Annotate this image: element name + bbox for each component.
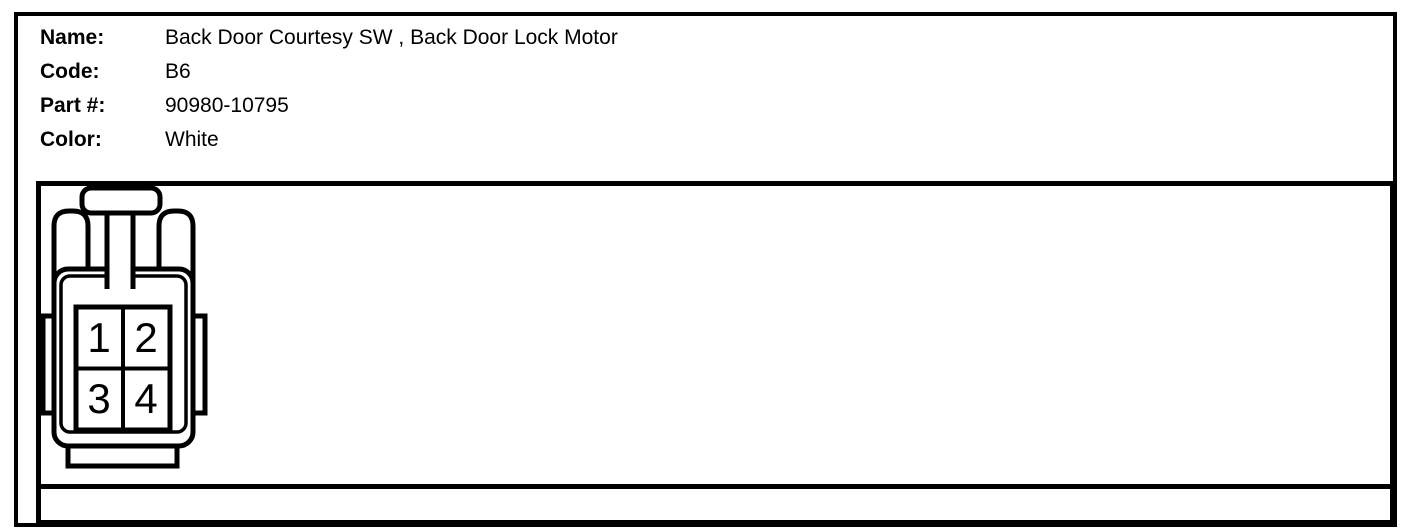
pin-2-label: 2 — [134, 314, 157, 361]
info-row-name: Name: Back Door Courtesy SW , Back Door … — [40, 21, 618, 55]
connector-info-header: Name: Back Door Courtesy SW , Back Door … — [40, 21, 618, 157]
code-label: Code: — [40, 60, 100, 83]
info-row-part-number: Part #: 90980-10795 — [40, 89, 618, 123]
lock-stem-fill — [109, 206, 131, 290]
lock-tab — [79, 185, 163, 216]
connector-drawing: 1 2 3 4 — [40, 185, 208, 469]
name-label: Name: — [40, 26, 105, 49]
code-value: B6 — [165, 60, 191, 83]
color-value: White — [165, 128, 219, 151]
connector-diagram-box — [36, 181, 1395, 489]
footer-row — [36, 489, 1395, 525]
pin-3-label: 3 — [87, 375, 110, 422]
pin-4-label: 4 — [134, 375, 157, 422]
info-row-code: Code: B6 — [40, 55, 618, 89]
part-number-value: 90980-10795 — [165, 94, 289, 117]
pin-1-label: 1 — [87, 314, 110, 361]
info-row-color: Color: White — [40, 123, 618, 157]
name-value: Back Door Courtesy SW , Back Door Lock M… — [165, 26, 618, 49]
color-label: Color: — [40, 128, 102, 151]
part-number-label: Part #: — [40, 94, 106, 117]
